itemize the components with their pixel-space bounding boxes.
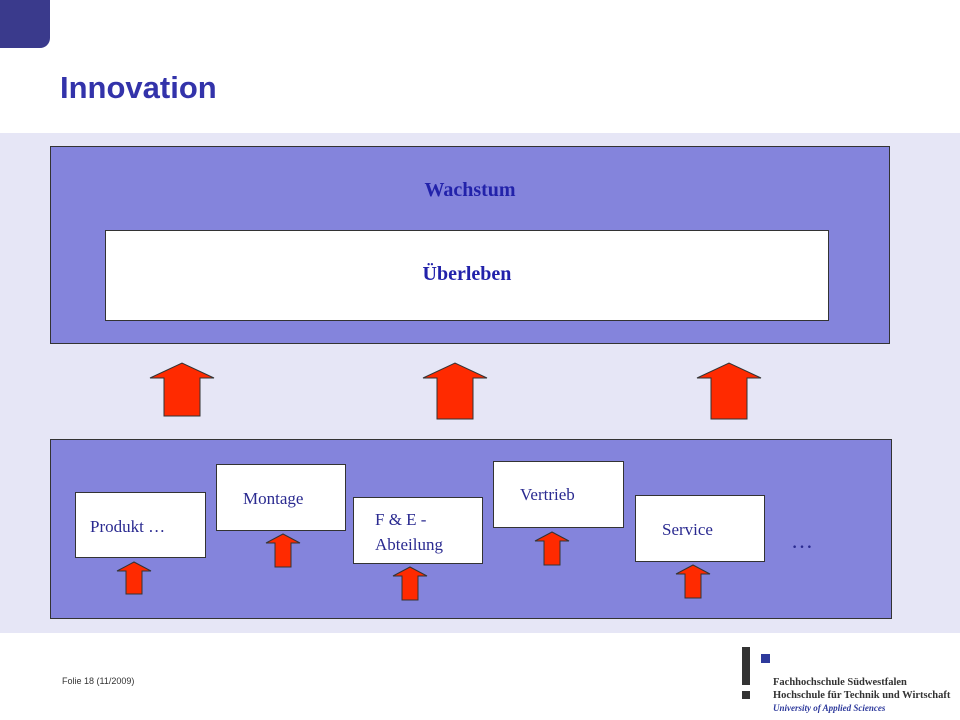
dept-service-label: Service <box>662 520 713 539</box>
large-up-arrow-icon <box>422 362 488 420</box>
logo-square-icon <box>761 654 770 663</box>
logo-exclamation-icon <box>742 647 754 699</box>
dept-service: Service <box>635 495 765 562</box>
small-up-arrow-icon <box>675 564 711 599</box>
dept-fe-label-line1: F & E - <box>375 510 427 529</box>
more-ellipsis: … <box>791 528 813 553</box>
survival-box: Überleben <box>105 230 829 321</box>
page-title: Innovation <box>60 70 217 105</box>
dept-fe: F & E - Abteilung <box>353 497 483 564</box>
slide-footer: Folie 18 (11/2009) <box>62 676 135 686</box>
large-up-arrow-icon <box>696 362 762 420</box>
small-up-arrow-icon <box>534 531 570 566</box>
dept-vertrieb: Vertrieb <box>493 461 624 528</box>
logo-line-3: University of Applied Sciences <box>773 703 886 713</box>
large-up-arrow-icon <box>149 362 215 417</box>
logo-line-2: Hochschule für Technik und Wirtschaft <box>773 690 951 701</box>
university-logo: Fachhochschule Südwestfalen Hochschule f… <box>773 676 950 715</box>
corner-tab <box>0 0 50 48</box>
dept-produkt: Produkt … <box>75 492 206 558</box>
growth-box: Wachstum Überleben <box>50 146 890 344</box>
departments-box: Produkt … Montage F & E - Abteilung Vert… <box>50 439 892 619</box>
small-up-arrow-icon <box>265 533 301 568</box>
dept-fe-label-line2: Abteilung <box>375 535 443 554</box>
dept-vertrieb-label: Vertrieb <box>520 485 575 504</box>
dept-produkt-label: Produkt … <box>90 517 166 536</box>
small-up-arrow-icon <box>392 566 428 601</box>
small-up-arrow-icon <box>116 561 152 595</box>
dept-montage-label: Montage <box>243 489 304 508</box>
growth-label: Wachstum <box>424 179 516 201</box>
survival-label: Überleben <box>422 263 512 285</box>
logo-line-1: Fachhochschule Südwestfalen <box>773 677 907 688</box>
dept-montage: Montage <box>216 464 346 531</box>
